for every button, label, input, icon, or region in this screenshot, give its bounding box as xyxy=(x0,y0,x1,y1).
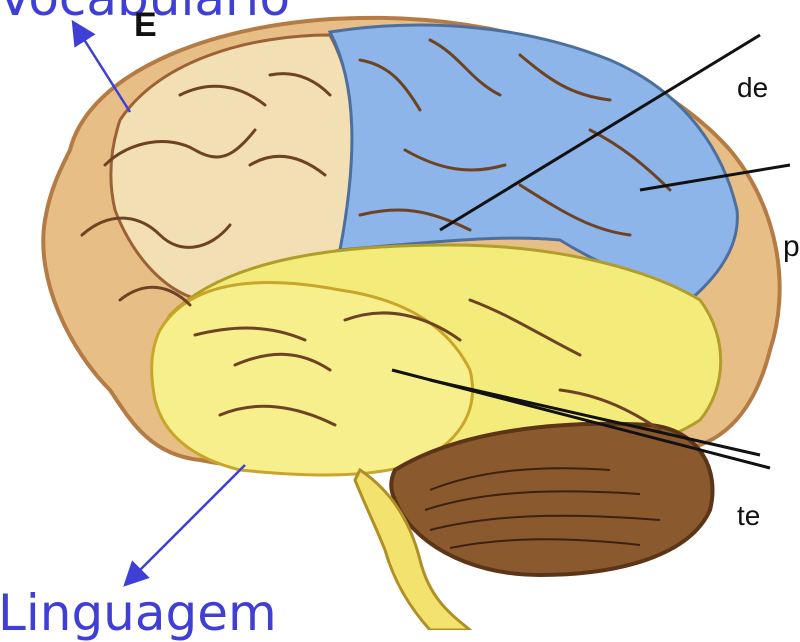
right-label-fragment-2: p xyxy=(783,230,800,264)
right-label-fragment-1: de xyxy=(737,72,768,104)
right-label-fragment-3: te xyxy=(737,500,760,532)
hemisphere-letter: E xyxy=(134,6,157,45)
label-linguagem: Linguagem xyxy=(0,588,277,638)
